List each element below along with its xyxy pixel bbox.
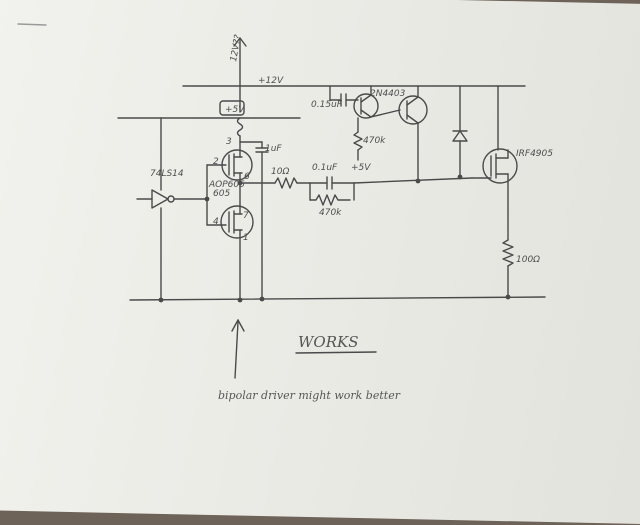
annotation-arrow-head-left [231,319,239,332]
junction-dot [237,180,243,186]
bias-transistor-emitter [360,109,372,118]
header-plus5v-label: +5V [225,105,245,115]
pin-4-label: 4 [213,217,219,227]
resistor-10-label: 10Ω [271,167,289,177]
header-box [219,100,245,116]
load-resistor-100 [502,239,514,267]
cap-1uf-label: 1uF [265,144,282,154]
supply-arrow-right [239,37,247,47]
circuit-schematic: 12V?? +5V 74LS14 AOP605 605 2 3 1uF 6 4 … [17,23,553,402]
corner-mark [17,23,47,26]
bias-transistor-collector [360,94,372,103]
n-mosfet-body [220,205,254,239]
supply-arrow-left [233,37,241,47]
supply-coil [236,117,244,137]
p-mosfet-body [221,149,253,181]
driver-part-number: 605 [213,189,230,199]
junction-dot [415,178,421,184]
bias-resistor-470k [353,131,363,151]
cap-0-1uf-label: 0.1uF [312,163,338,173]
inverter-symbol [151,189,169,209]
gate-drive-line [353,177,473,184]
resistor-470k-lower-label: 470k [319,208,342,218]
resistor-470k-upper-label: 470k [363,136,386,146]
pin-7-label: 7 [243,211,249,221]
pin-1-label: 1 [243,233,249,243]
ground-rail [129,296,546,301]
pin-2-label: 2 [213,157,219,167]
pin-3-label: 3 [226,137,232,147]
junction-dot [259,296,265,302]
mosfet-part-label: IRF4905 [516,149,553,159]
diode-symbol [452,130,468,142]
junction-dot [505,294,511,300]
bias-to-pnp-wire [370,109,401,118]
pnp-transistor-body [398,95,428,125]
pnp-transistor-emitter [406,96,419,106]
gate-resistor-10 [274,177,298,189]
plus5v-label: +5V [351,163,371,173]
annotation-arrow-head-right [237,319,245,332]
driver-part-label: AOP605 [208,180,245,190]
bleed-resistor-470k [309,194,351,206]
bias-transistor-body [353,93,379,119]
cap-0-15uf-label: 0.15uF [311,100,343,110]
annotation-arrow-shaft [234,321,239,379]
inverter-bubble [167,195,175,203]
resistor-100-label: 100Ω [516,255,540,265]
works-note: WORKS [298,333,359,351]
pnp-transistor-collector [406,114,419,124]
pin-6-label: 6 [244,172,250,182]
inverter-part-label: 74LS14 [150,169,184,179]
junction-dot [237,297,243,303]
power-mosfet-body [482,148,518,184]
transistor-part-label: 2N4403 [370,89,406,99]
junction-dot [457,174,463,180]
rail-voltage-label: +12V [258,76,284,86]
junction-dot [158,297,164,303]
driver-comment: bipolar driver might work better [218,389,401,402]
supply-note: 12V?? [229,34,244,63]
junction-dot [204,196,210,202]
works-underline [295,351,377,354]
